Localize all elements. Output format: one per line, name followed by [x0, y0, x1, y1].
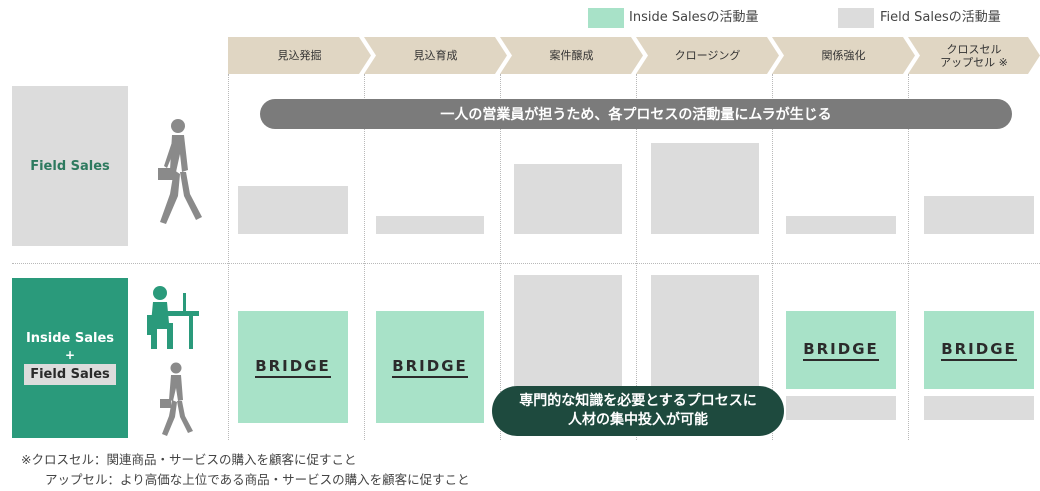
inside-bar-1: BRIDGE: [238, 311, 348, 423]
inside-bar-2: BRIDGE: [376, 311, 484, 423]
field-bar-6-lower: [924, 396, 1034, 420]
bridge-group-logo: BRIDGE: [803, 340, 879, 361]
inside-bar-5: BRIDGE: [786, 311, 896, 389]
legend-swatch-inside-sales: [588, 8, 624, 28]
field-bar-3-lower: [514, 275, 622, 393]
row-label-field-sales: Field Sales: [12, 86, 128, 246]
row-label-inside-sales: Inside Sales: [25, 331, 115, 346]
field-bar-4: [651, 143, 759, 234]
phase-1: 見込発掘: [228, 37, 371, 74]
grid-line: [364, 74, 365, 440]
row-label-field-sales: Field Sales: [24, 364, 116, 385]
field-bar-2: [376, 216, 484, 234]
row-label-text: Field Sales: [30, 158, 110, 174]
banner-line-2: 人材の集中投入が可能: [568, 412, 708, 428]
legend-label-inside-sales: Inside Salesの活動量: [629, 10, 759, 25]
field-bar-5: [786, 216, 896, 234]
footnote-up-sell: アップセル：より高価な上位である商品・サービスの購入を顧客に促すこと: [45, 472, 470, 487]
walking-person-icon: [150, 118, 202, 228]
row-label-plus: +: [64, 348, 76, 362]
legend-swatch-field-sales: [838, 8, 874, 28]
phase-3: 案件醸成: [500, 37, 643, 74]
field-bar-3: [514, 164, 622, 234]
bridge-group-logo: BRIDGE: [392, 357, 468, 378]
grid-line: [772, 74, 773, 440]
grid-line: [908, 74, 909, 440]
banner-inside-sales-benefit: 専門的な知識を必要とするプロセスに 人材の集中投入が可能: [492, 386, 784, 436]
phase-6: クロスセル アップセル ※: [908, 37, 1040, 74]
footnote-cross-sell: ※クロスセル：関連商品・サービスの購入を顧客に促すこと: [21, 452, 357, 467]
phase-2: 見込育成: [364, 37, 507, 74]
seated-desk-worker-icon: [143, 285, 201, 351]
grid-line: [500, 74, 501, 440]
field-bar-6: [924, 196, 1034, 234]
grid-line: [228, 74, 229, 440]
row-divider: [12, 263, 1040, 264]
banner-field-sales-issue: 一人の営業員が担うため、各プロセスの活動量にムラが生じる: [260, 99, 1012, 129]
row-label-inside-field-sales: Inside Sales + Field Sales: [12, 278, 128, 438]
field-bar-4-lower: [651, 275, 759, 393]
field-bar-1: [238, 186, 348, 234]
field-bar-5-lower: [786, 396, 896, 420]
bridge-group-logo: BRIDGE: [941, 340, 1017, 361]
bridge-group-logo: BRIDGE: [255, 357, 331, 378]
inside-bar-6: BRIDGE: [924, 311, 1034, 389]
legend-label-field-sales: Field Salesの活動量: [880, 10, 1001, 25]
grid-line: [636, 74, 637, 440]
phase-4: クロージング: [636, 37, 779, 74]
phase-5: 関係強化: [772, 37, 915, 74]
walking-person-icon: [154, 362, 194, 438]
banner-line-1: 専門的な知識を必要とするプロセスに: [519, 393, 757, 409]
